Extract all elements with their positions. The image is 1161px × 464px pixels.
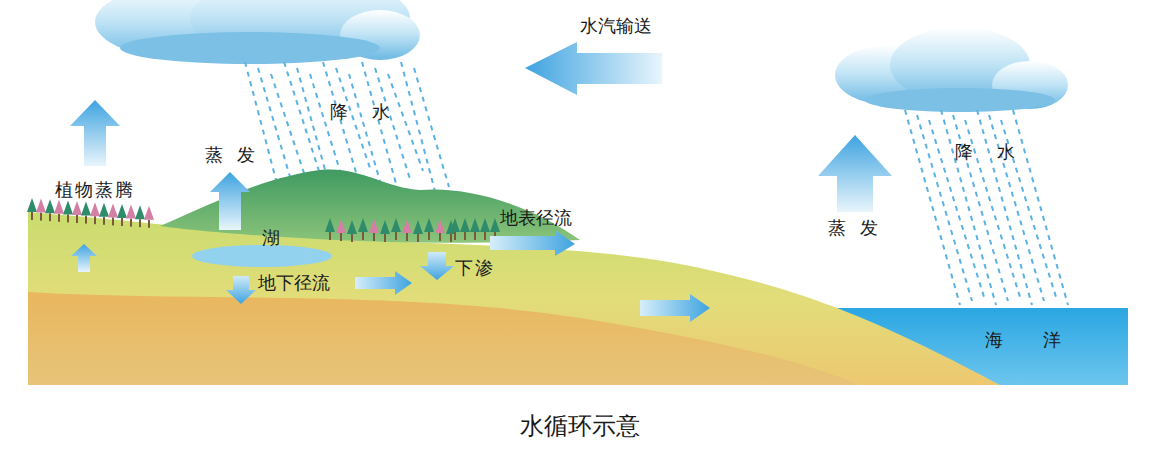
cloud	[835, 27, 1068, 112]
process-label: 地表径流	[500, 207, 572, 229]
process-label: 降水	[330, 101, 414, 123]
cloud	[95, 0, 420, 64]
groundwater-arrow	[640, 294, 710, 322]
tree	[380, 220, 390, 242]
tree	[336, 219, 346, 241]
mountain	[160, 170, 580, 243]
tree	[460, 218, 470, 240]
tree	[45, 199, 55, 221]
place-label: 海洋	[985, 329, 1101, 351]
tree	[369, 219, 379, 241]
process-label: 蒸发	[828, 217, 892, 239]
tree	[144, 206, 154, 228]
tree	[435, 219, 445, 241]
rain-streak	[941, 110, 996, 305]
tree	[470, 218, 480, 240]
tree	[108, 203, 118, 225]
tree	[413, 220, 423, 242]
tree	[99, 203, 109, 225]
tree	[90, 202, 100, 224]
tree	[480, 218, 490, 240]
tree	[358, 218, 368, 240]
process-label: 植物蒸腾	[55, 179, 135, 201]
tree	[117, 204, 127, 226]
evaporation-arrow	[210, 172, 250, 230]
rain-streak	[977, 110, 1032, 305]
uptake-arrow	[71, 244, 97, 272]
transpiration-arrow	[70, 100, 120, 166]
land	[28, 212, 1000, 385]
place-label: 湖	[262, 227, 280, 249]
tree	[135, 205, 145, 227]
process-label: 蒸发	[205, 144, 269, 166]
infiltration-arrow	[226, 276, 256, 304]
process-label: 地下径流	[258, 272, 330, 294]
infiltration-arrow	[420, 252, 454, 280]
tree	[81, 202, 91, 224]
rain-streak	[414, 68, 449, 187]
vapor-transport-arrow	[525, 42, 662, 95]
tree	[450, 218, 460, 240]
rain-streak	[271, 74, 306, 179]
process-label: 降水	[955, 141, 1039, 163]
surface-runoff-arrow	[490, 230, 575, 256]
groundwater-arrow	[355, 271, 412, 295]
lake	[192, 245, 332, 267]
tree	[72, 201, 82, 223]
rain-streak	[1013, 110, 1068, 305]
rain-streak	[905, 110, 960, 305]
process-label: 水汽输送	[580, 15, 652, 37]
soil-layer	[28, 292, 860, 385]
evaporation-arrow	[818, 135, 892, 212]
tree	[347, 220, 357, 242]
tree	[27, 198, 37, 220]
tree	[424, 218, 434, 240]
tree	[391, 218, 401, 240]
rain-streak	[284, 62, 319, 171]
process-label: 下渗	[455, 257, 495, 279]
tree	[126, 205, 136, 227]
tree	[36, 199, 46, 221]
tree	[54, 200, 64, 222]
tree	[63, 200, 73, 222]
caption: 水循环示意	[520, 412, 640, 441]
tree	[402, 219, 412, 241]
tree	[325, 218, 335, 240]
